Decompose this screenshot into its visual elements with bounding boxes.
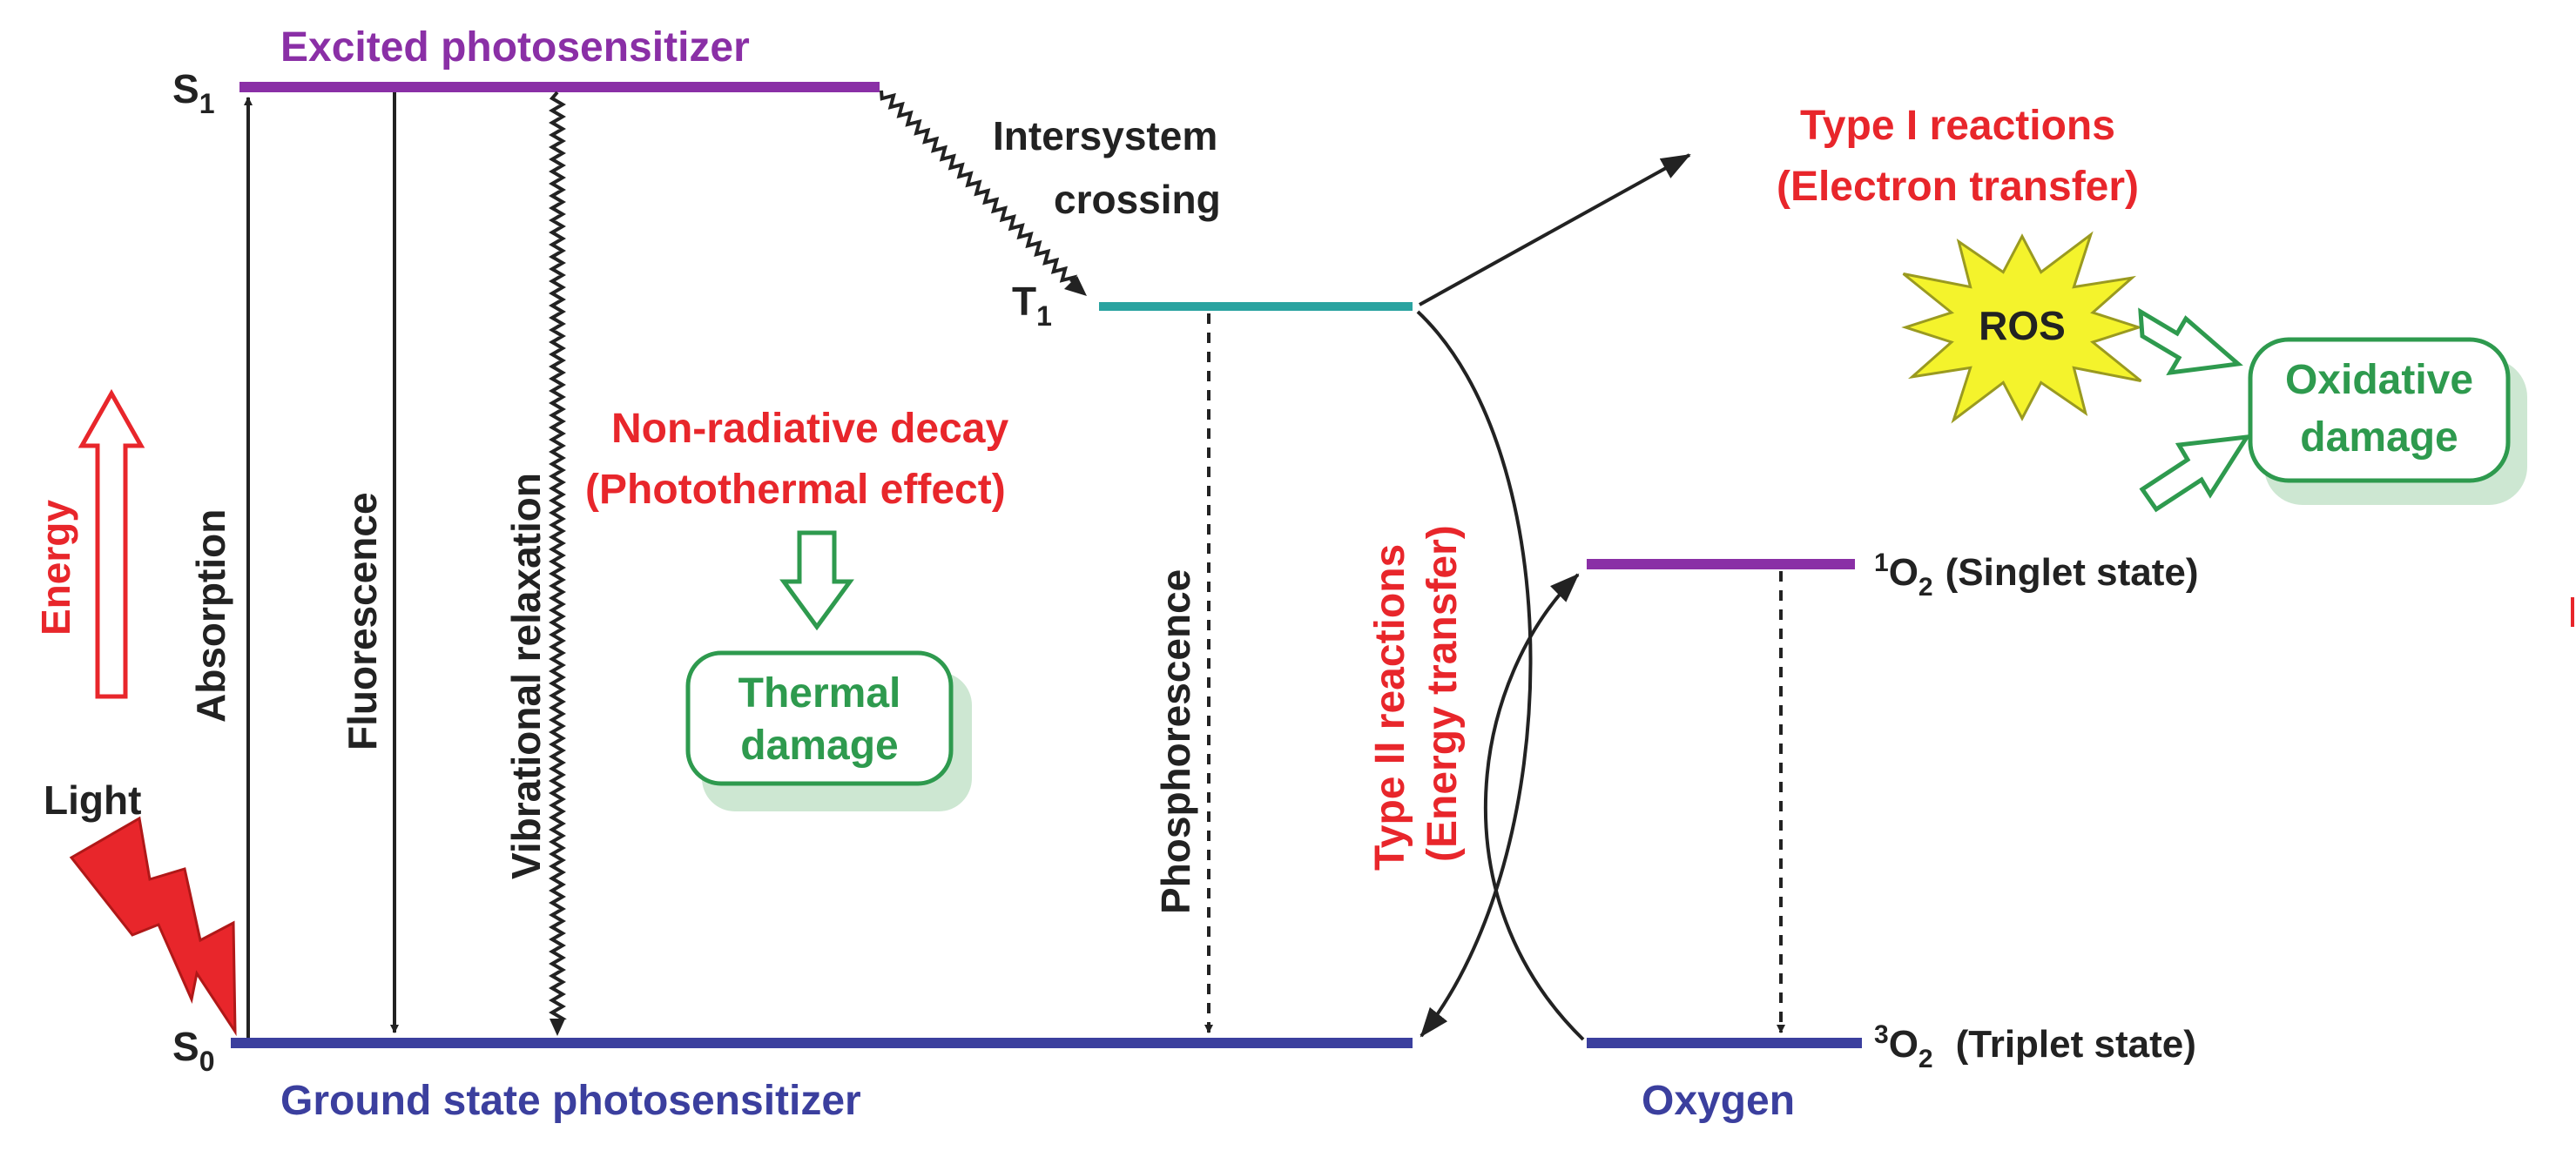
ros-to-oxidative-arrow bbox=[2138, 307, 2243, 376]
ground-photosensitizer-title: Ground state photosensitizer bbox=[280, 1078, 861, 1124]
energy-label: Energy bbox=[33, 500, 78, 636]
ros-label: ROS bbox=[1979, 303, 2066, 348]
lightning-bolt-icon bbox=[69, 816, 237, 1037]
oxidative-damage-line2: damage bbox=[2300, 414, 2458, 461]
type1-label-line1: Type I reactions bbox=[1800, 103, 2115, 149]
vibrational-relaxation-label: Vibrational relaxation bbox=[503, 473, 549, 879]
s1-label: S1 bbox=[172, 66, 214, 119]
thermal-hollow-arrow bbox=[779, 530, 854, 631]
oxidative-damage-box bbox=[2248, 337, 2511, 483]
s0-label: S0 bbox=[172, 1024, 214, 1077]
absorption-label: Absorption bbox=[188, 509, 233, 723]
light-label: Light bbox=[44, 777, 141, 823]
oxygen-title: Oxygen bbox=[1642, 1078, 1795, 1124]
singlet-to-oxidative-arrow bbox=[2139, 434, 2251, 513]
intersystem-label-line2: crossing bbox=[1054, 177, 1221, 222]
fluorescence-label: Fluorescence bbox=[340, 492, 385, 750]
ros-starburst-icon bbox=[1901, 231, 2143, 424]
nonradiative-label-line2: (Photothermal effect) bbox=[585, 467, 1006, 513]
type1-arrow bbox=[1419, 153, 1691, 306]
vibrational-relaxation-wavy-arrow bbox=[549, 91, 567, 1022]
type2-curve-t1-to-s0 bbox=[1416, 310, 1533, 1038]
triplet-oxygen-label: 3O2(Triplet state) bbox=[1874, 1020, 2196, 1073]
vibrational-arrowhead bbox=[550, 1019, 565, 1036]
phosphorescence-label: Phosphorescence bbox=[1153, 569, 1198, 914]
type2-label-line2: (Energy transfer) bbox=[1419, 525, 1466, 862]
thermal-damage-line1: Thermal bbox=[738, 670, 901, 717]
intersystem-label-line1: Intersystem bbox=[993, 113, 1217, 158]
oxidative-damage-line1: Oxidative bbox=[2285, 357, 2473, 403]
thermal-damage-line2: damage bbox=[740, 723, 898, 769]
isc-arrowhead bbox=[1064, 276, 1087, 296]
nonradiative-label-line1: Non-radiative decay bbox=[611, 406, 1008, 452]
t1-label: T1 bbox=[1012, 279, 1052, 332]
singlet-oxygen-label: 1O2(Singlet state) bbox=[1874, 548, 2199, 602]
type1-label-line2: (Electron transfer) bbox=[1777, 164, 2139, 210]
excited-photosensitizer-title: Excited photosensitizer bbox=[280, 24, 750, 71]
type2-label-line1: Type II reactions bbox=[1367, 544, 1413, 871]
thermal-damage-box bbox=[685, 650, 954, 786]
type2-curve-o2-to-singlet bbox=[1483, 573, 1585, 1041]
energy-arrow bbox=[78, 388, 145, 699]
intersystem-crossing-wavy-arrow bbox=[880, 90, 1078, 283]
